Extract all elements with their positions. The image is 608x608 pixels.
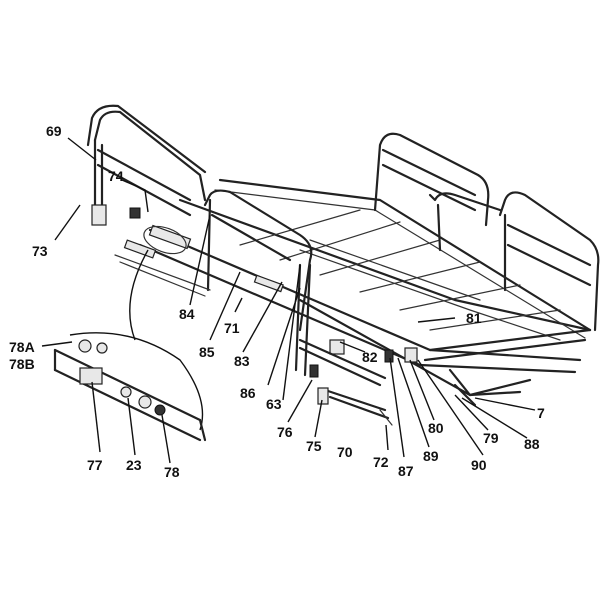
leader-lines	[41, 137, 536, 464]
callout-70: 70	[337, 444, 353, 460]
callout-82: 82	[362, 349, 378, 365]
callout-23: 23	[126, 457, 142, 473]
callout-74: 74	[108, 168, 124, 184]
callout-85: 85	[199, 344, 215, 360]
headboard-rail	[86, 104, 207, 226]
rear-rails	[373, 132, 600, 332]
callout-83: 83	[234, 353, 250, 369]
detail-inset	[53, 225, 207, 442]
callout-78A: 78A	[9, 339, 35, 355]
callout-88: 88	[524, 436, 540, 452]
callout-81: 81	[466, 310, 482, 326]
callout-72: 72	[373, 454, 389, 470]
callout-84: 84	[179, 306, 195, 322]
callout-86: 86	[240, 385, 256, 401]
callout-76: 76	[277, 424, 293, 440]
callout-78B: 78B	[9, 356, 35, 372]
callout-80: 80	[428, 420, 444, 436]
callout-63: 63	[266, 396, 282, 412]
callout-77: 77	[87, 457, 103, 473]
callout-69: 69	[46, 123, 62, 139]
callout-75: 75	[306, 438, 322, 454]
callout-labels: 69 74 73 84 71 85 83 86 63 81 82 76 75 7…	[9, 123, 545, 480]
callout-7: 7	[537, 405, 545, 421]
callout-79: 79	[483, 430, 499, 446]
callout-73: 73	[32, 243, 48, 259]
callout-89: 89	[423, 448, 439, 464]
callout-78: 78	[164, 464, 180, 480]
lower-linkage	[298, 338, 522, 426]
callout-71: 71	[224, 320, 240, 336]
callout-90: 90	[471, 457, 487, 473]
callout-87: 87	[398, 463, 414, 479]
